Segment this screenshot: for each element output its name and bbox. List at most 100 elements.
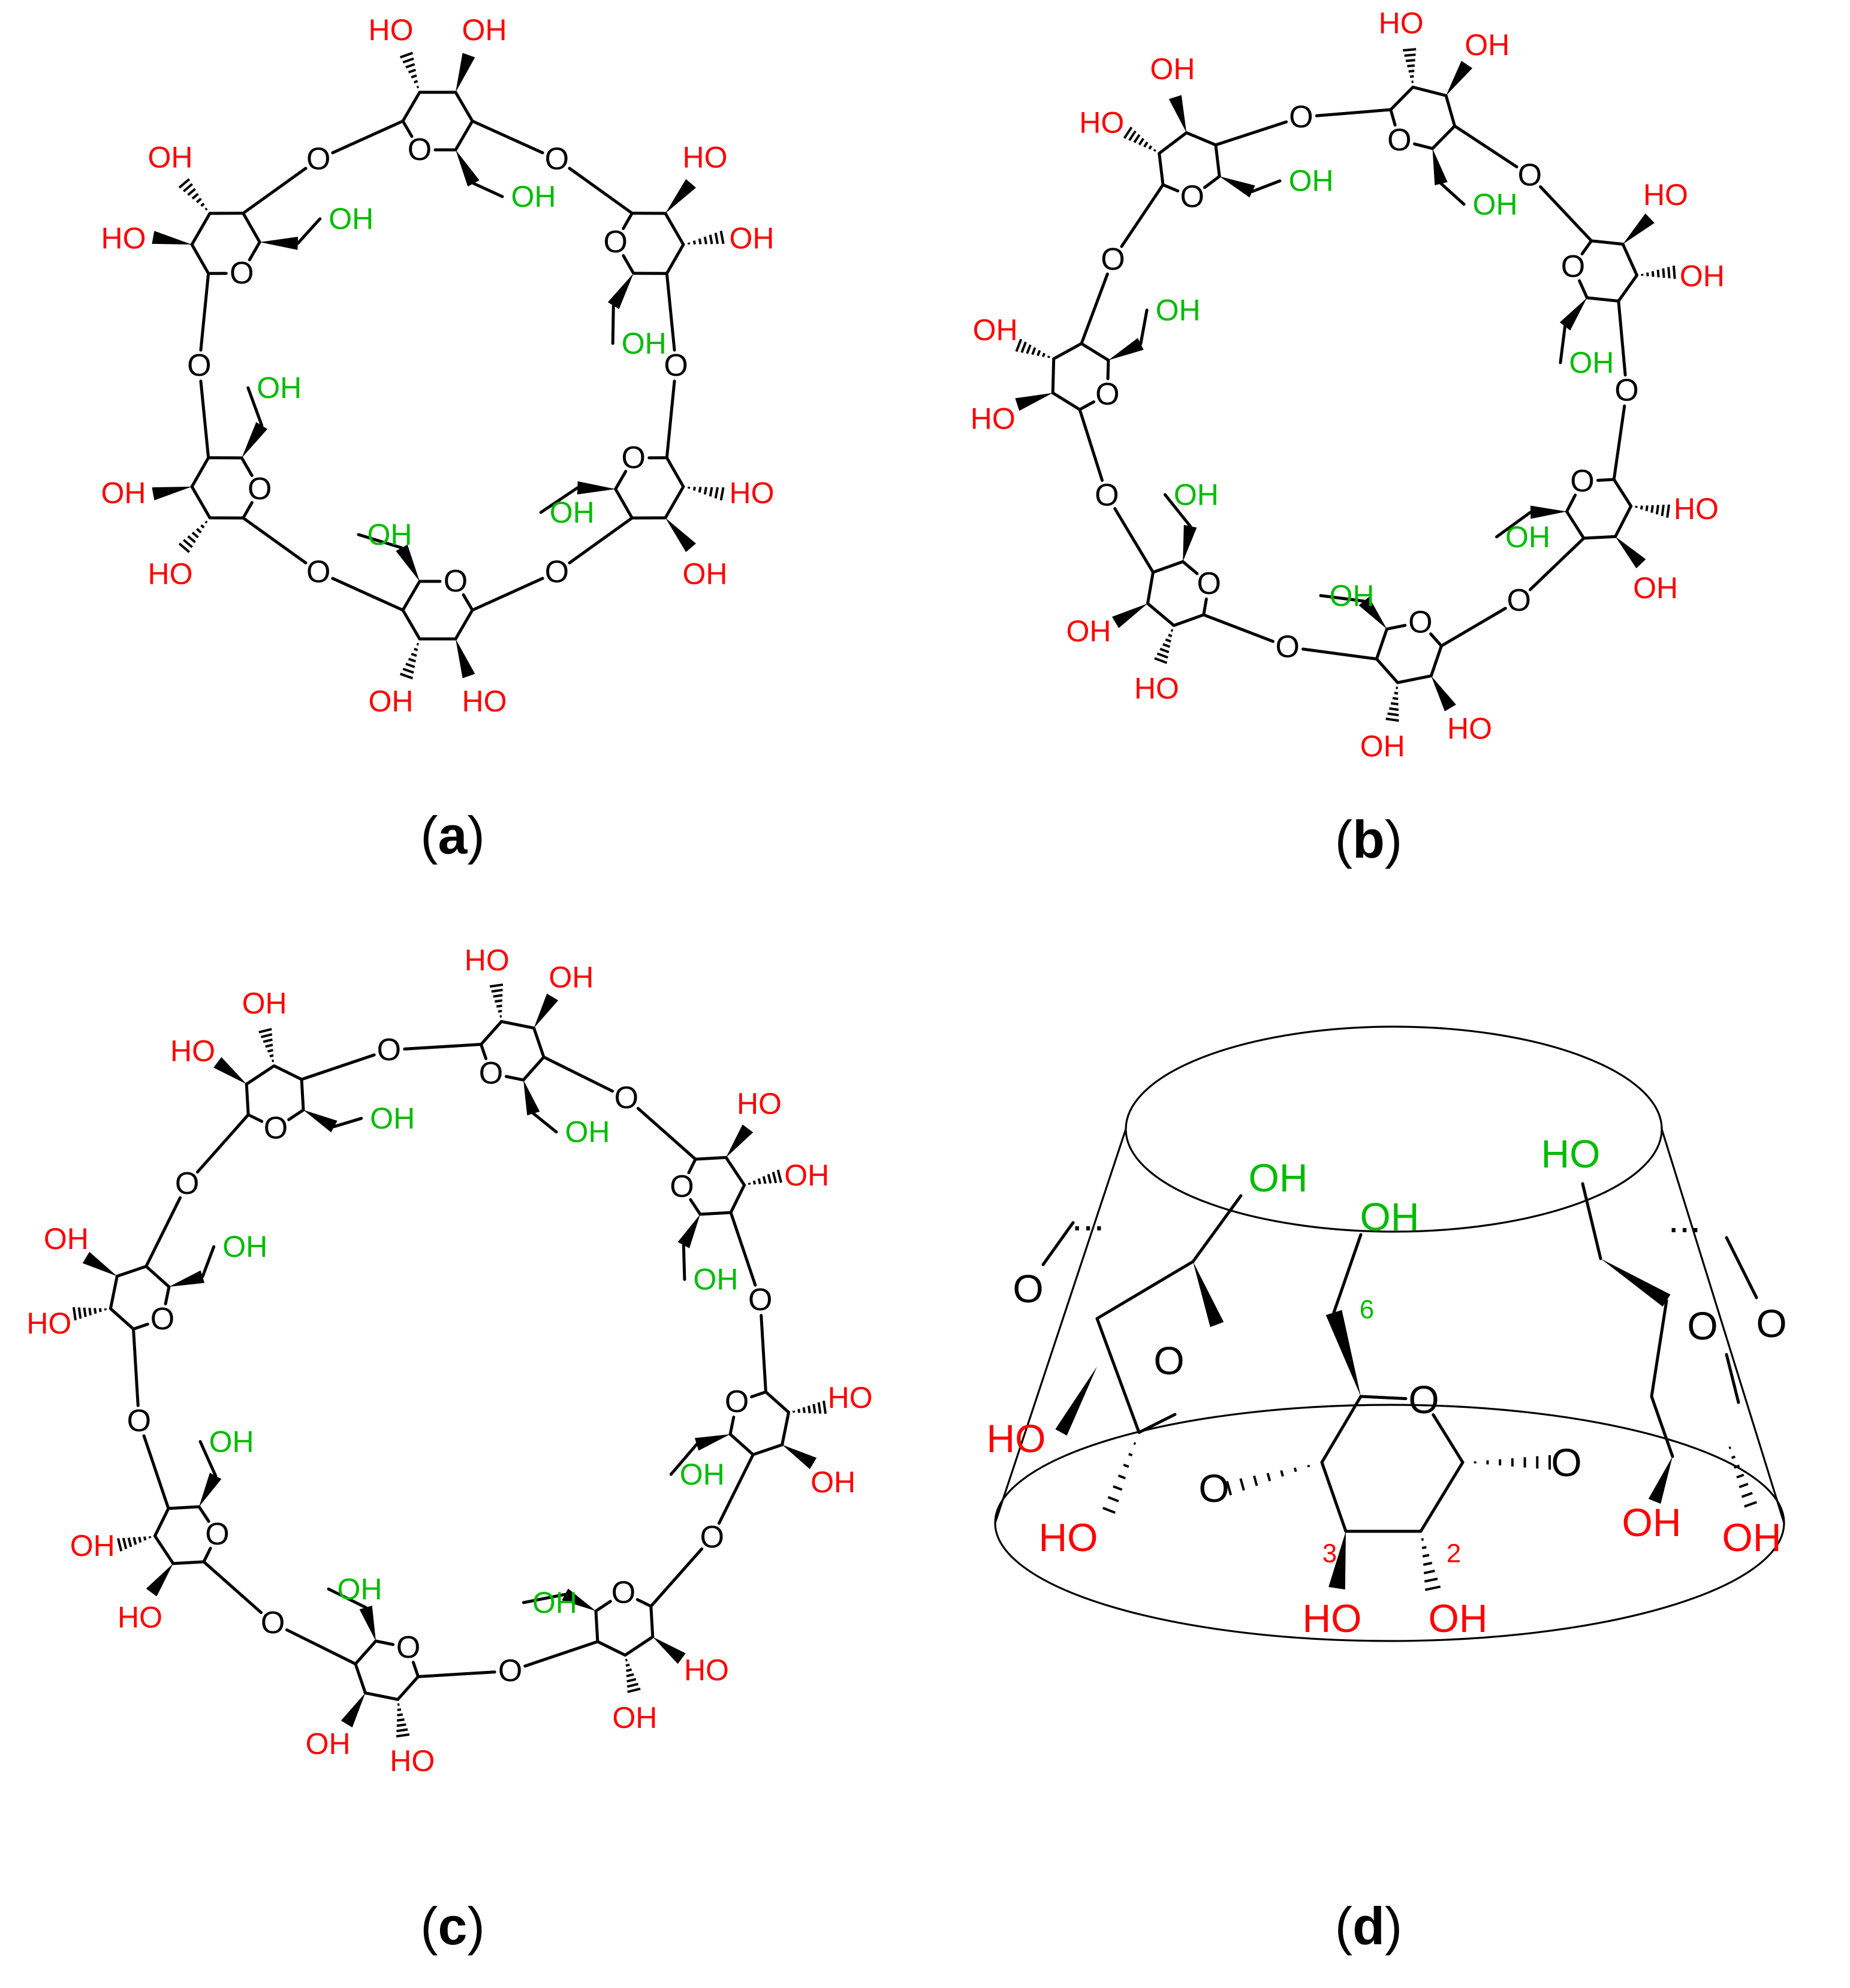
oxygen-atom-label: O [1180,180,1204,215]
wedge-bond [341,1693,366,1728]
ring-bond [1052,342,1083,361]
oxygen-atom-label: O [1289,99,1313,134]
ring-bond [1146,571,1155,605]
wedge-bond [303,1110,338,1133]
hashed-bond [748,1169,782,1185]
secondary-hydroxyl-label: OH [549,960,593,994]
ring-bond [454,608,474,641]
hashed-bond [1015,339,1050,358]
oxygen-atom-label: O [1276,630,1300,665]
ring-bond [750,1390,767,1399]
ring-bond [401,580,421,612]
hashed-bond [1225,1464,1310,1496]
ring-bond [354,1662,367,1695]
primary-hydroxyl-label: OH [511,180,556,213]
wedge-bond [456,53,475,92]
continuation-dots: ... [1668,1196,1701,1241]
ring-bond [190,212,212,246]
ring-bond [246,1113,264,1123]
secondary-hydroxyl-label: HO [1134,672,1179,705]
glycosidic-bond [199,379,210,460]
glycosidic-oxygen-label: O [1198,1466,1229,1510]
wedge-bond [562,1588,596,1611]
glycosidic-bond [1214,120,1288,147]
secondary-hydroxyl-label: OH [1622,1500,1682,1544]
primary-hydroxyl-label: OH [329,202,373,236]
wedge-bond [1615,536,1646,569]
secondary-hydroxyl-label: OH [101,476,146,509]
secondary-hydroxyl-label: OH [1150,52,1195,86]
bond-line [327,1587,367,1609]
oxygen-atom-label: O [187,348,211,383]
ring-bond [197,1505,210,1523]
oxygen-atom-label: O [604,225,628,260]
glycosidic-bond [1617,299,1627,377]
ring-bond [272,1064,303,1081]
secondary-hydroxyl-label: HO [465,943,510,977]
glycosidic-bond [242,167,308,215]
wedge-bond [1108,338,1144,360]
ring-bond [1172,613,1206,628]
ring-bond [245,1082,250,1117]
ring-bond [1161,183,1180,193]
bond-line [1495,511,1532,539]
ring-bond [190,243,210,275]
hashed-bond [1403,48,1417,83]
secondary-hydroxyl-label: OH [1465,28,1509,62]
secondary-hydroxyl-label: OH [369,684,414,718]
ring-bond [614,470,628,491]
secondary-hydroxyl-label: OH [242,987,287,1020]
wedge-bond [607,273,634,309]
wedge-bond [1432,148,1448,186]
ring-bond [1080,342,1110,362]
ring-bond [454,119,474,152]
ring-bond [1431,124,1457,150]
hashed-bond [1641,266,1676,279]
glycosidic-bond [1539,185,1593,243]
ring-bond [153,1507,170,1538]
ring-bond [401,90,421,123]
glycosidic-bond [202,1560,263,1615]
ring-bond [1078,400,1096,411]
bond-line [1041,1221,1075,1266]
ring-bond [664,212,685,246]
oxygen-atom-label: O [408,132,432,167]
ring-bond [190,456,210,488]
secondary-hydroxyl-label: HO [828,1381,873,1414]
wedge-bond [1183,524,1197,562]
secondary-hydroxyl-label: HO [1379,6,1424,40]
wedge-bond [456,639,475,678]
glycosidic-bond [331,119,405,155]
glycosidic-bond [665,379,676,460]
glycosidic-bond [144,1196,182,1268]
panel-label-d: (d) [1335,1896,1402,1956]
ring-bond [1158,131,1188,155]
ring-oxygen-label: O [1408,1377,1439,1422]
ring-bond [623,1635,655,1657]
secondary-hydroxyl-label: OH [148,140,193,174]
wedge-bond [523,1079,540,1116]
bond-line [539,486,579,514]
hashed-bond [792,1400,827,1414]
hashed-bond [1102,1442,1137,1514]
ring-bond [1429,644,1443,678]
primary-hydroxyl-label: OH [1249,1156,1308,1200]
oxygen-atom-label: O [1408,605,1432,639]
oxygen-atom-label: O [306,554,330,589]
oxygen-atom-label: O [150,1302,174,1337]
wedge-bond [1219,176,1255,198]
primary-hydroxyl-label: OH [1289,164,1334,198]
wedge-bond [359,1605,376,1642]
wedge-bond [652,1637,686,1664]
secondary-hydroxyl-label: HO [101,222,146,255]
secondary-hydroxyl-label: HO [170,1034,215,1068]
truncated-cone [994,1025,1785,1642]
glycosidic-bond [417,1670,496,1678]
wedge-bond [665,517,696,553]
primary-hydroxyl-label: OH [370,1102,415,1135]
primary-hydroxyl-label: OH [680,1458,725,1491]
ring-bond [1151,560,1185,574]
wedge-bond [1559,297,1587,331]
ring-bond [245,1064,276,1086]
primary-hydroxyl-label: OH [367,518,412,551]
